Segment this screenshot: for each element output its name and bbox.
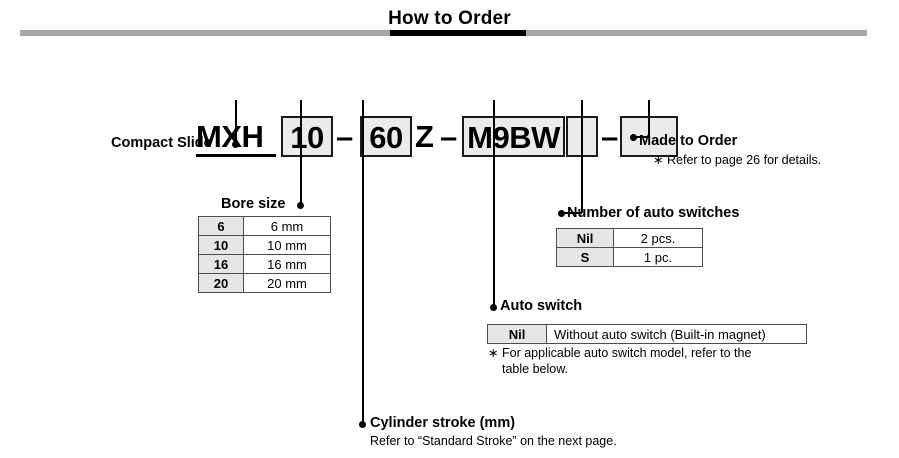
code-dash-3: –	[601, 119, 619, 154]
bore-desc: 16 mm	[243, 254, 331, 274]
page-title: How to Order	[388, 8, 511, 29]
code-dash-2: –	[440, 119, 458, 154]
auto-switch-table: Nil Without auto switch (Built-in magnet…	[487, 324, 807, 344]
callout-auto-switch-label: Auto switch	[500, 298, 583, 314]
leader-dot-cylinder-stroke	[359, 421, 366, 428]
code-box-stroke[interactable]: 60	[360, 116, 412, 157]
bore-size-table: 6 6 mm 10 10 mm 16 16 mm 20 20 mm	[198, 216, 331, 293]
callout-cylinder-stroke-label: Cylinder stroke (mm)	[370, 415, 516, 431]
model-code-row: MXH 10 – 60 Z – M9BW –	[0, 57, 899, 157]
table-row: Nil 2 pcs.	[556, 228, 703, 248]
code-series-underline	[196, 154, 276, 157]
auto-switch-note-line-1: For applicable auto switch model, refer …	[502, 346, 752, 360]
auto-switch-desc: Without auto switch (Built-in magnet)	[546, 324, 807, 344]
table-row: 16 16 mm	[198, 254, 331, 274]
table-row: Nil Without auto switch (Built-in magnet…	[487, 324, 807, 344]
qty-desc: 1 pc.	[613, 247, 703, 267]
table-row: 20 20 mm	[198, 273, 331, 293]
auto-switch-code: Nil	[487, 324, 547, 344]
callout-made-to-order-label: Made to Order	[639, 133, 738, 149]
callout-switch-quantity-label: Number of auto switches	[567, 205, 740, 221]
qty-code: Nil	[556, 228, 614, 248]
bore-desc: 10 mm	[243, 235, 331, 255]
leader-line-bore-size	[300, 100, 302, 205]
leader-dot-bore-size	[297, 202, 304, 209]
table-row: 10 10 mm	[198, 235, 331, 255]
table-row: 6 6 mm	[198, 216, 331, 236]
auto-switch-note-marker: ∗	[488, 346, 499, 360]
title-rule-accent	[390, 30, 526, 36]
callout-cylinder-stroke-note: Refer to “Standard Stroke” on the next p…	[370, 434, 617, 448]
code-suffix-z: Z	[415, 119, 434, 154]
bore-code: 6	[198, 216, 244, 236]
leader-line-switch-quantity	[581, 100, 583, 213]
leader-line-switch-quantity-horizontal	[560, 212, 582, 214]
leader-line-compact-slide	[235, 100, 237, 144]
code-dash-1: –	[336, 119, 354, 154]
leader-line-cylinder-stroke	[362, 100, 364, 425]
code-series: MXH	[196, 119, 264, 154]
table-row: S 1 pc.	[556, 247, 703, 267]
leader-dot-auto-switch	[490, 304, 497, 311]
qty-code: S	[556, 247, 614, 267]
bore-code: 16	[198, 254, 244, 274]
leader-line-auto-switch	[493, 100, 495, 308]
made-to-order-note: Refer to page 26 for details.	[667, 153, 822, 167]
code-box-auto-switch[interactable]: M9BW	[462, 116, 565, 157]
bore-code: 20	[198, 273, 244, 293]
qty-desc: 2 pcs.	[613, 228, 703, 248]
made-to-order-note-marker: ∗	[653, 153, 664, 167]
bore-code: 10	[198, 235, 244, 255]
callout-compact-slide-label: Compact Slide	[111, 135, 212, 151]
switch-quantity-table: Nil 2 pcs. S 1 pc.	[556, 228, 703, 267]
leader-dot-compact-slide	[232, 141, 239, 148]
leader-line-made-to-order	[648, 100, 650, 137]
bore-desc: 6 mm	[243, 216, 331, 236]
callout-bore-size-label: Bore size	[221, 196, 286, 212]
auto-switch-note-line-2: table below.	[502, 362, 569, 376]
bore-desc: 20 mm	[243, 273, 331, 293]
leader-line-made-to-order-horizontal	[632, 136, 649, 138]
code-box-bore-size[interactable]: 10	[281, 116, 333, 157]
